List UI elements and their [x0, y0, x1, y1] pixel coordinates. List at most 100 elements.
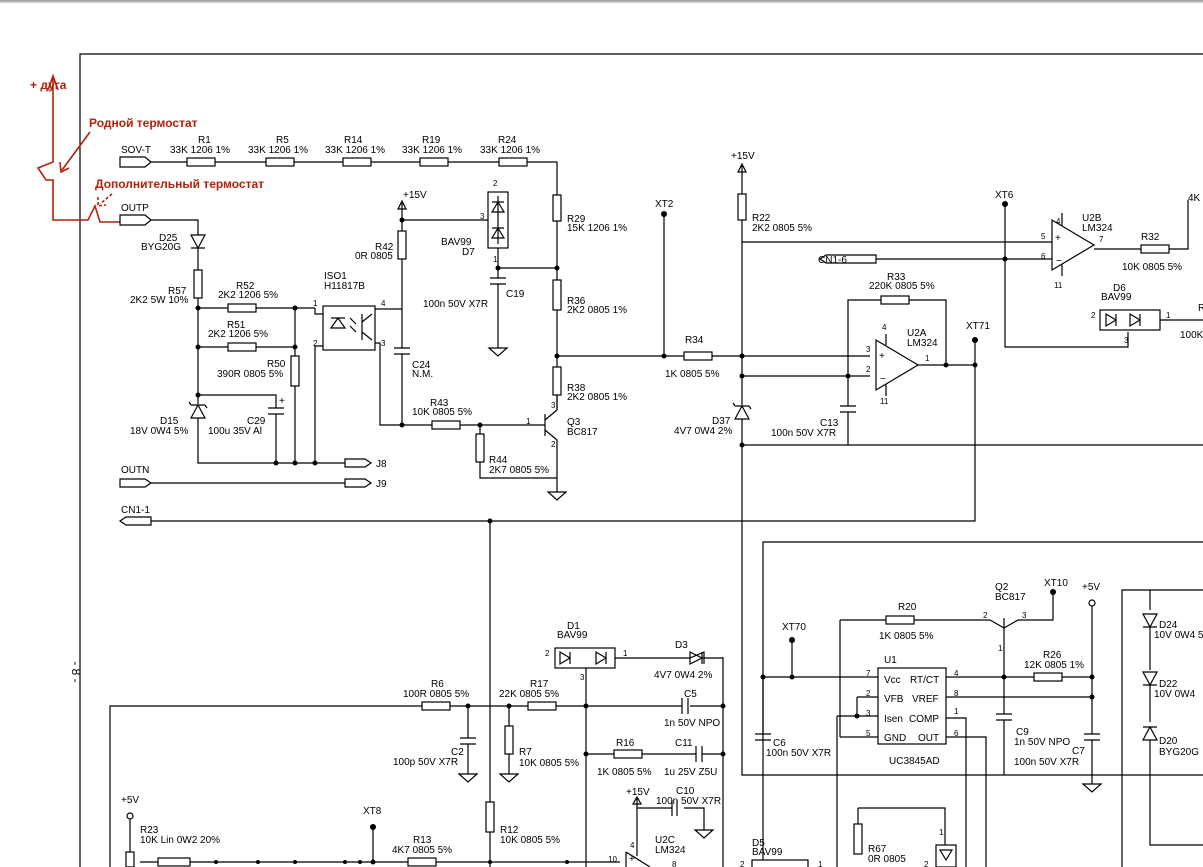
c7-ref: C7: [1072, 746, 1085, 757]
svg-text:4: 4: [381, 299, 386, 308]
c10-ref: C10: [676, 786, 695, 797]
r7-ref: R7: [519, 747, 532, 758]
c11-value: 1u 25V Z5U: [664, 767, 717, 778]
c19-ref: C19: [506, 289, 525, 300]
r20-ref: R20: [898, 602, 917, 613]
svg-text:4: 4: [954, 669, 959, 678]
d15-ref: D15: [160, 416, 179, 427]
resistor-r23: [157, 857, 191, 867]
xt8-label: XT8: [363, 806, 382, 817]
d37-ref: D37: [712, 416, 731, 427]
c10-value: 100n 50V X7R: [656, 796, 721, 807]
c24-ref: C24: [412, 360, 431, 371]
r5-value: 33K 1206 1%: [248, 145, 308, 156]
svg-text:2: 2: [866, 365, 871, 374]
resistor-r34: [683, 351, 713, 361]
resistor-r44: [475, 433, 485, 463]
c13-ref: C13: [820, 418, 839, 429]
c9-value: 1n 50V NPO: [1014, 737, 1070, 748]
u2c-ref: U2C: [655, 835, 675, 846]
d22-value: 10V 0W4: [1154, 689, 1196, 700]
sheet-border: [79, 53, 1203, 867]
resistor-r17: [527, 701, 557, 711]
svg-text:+: +: [279, 396, 285, 407]
iso1-value: H11817B: [324, 281, 365, 292]
d20-ref: D20: [1159, 736, 1178, 747]
r42-value: 0R 0805: [355, 251, 393, 262]
svg-text:2: 2: [740, 860, 745, 867]
r14-value: 33K 1206 1%: [325, 145, 385, 156]
d5-r67-group: D5 BAV99 2 1 R67 0R 0805 1 2: [740, 807, 957, 867]
resistor-r52: [227, 303, 257, 313]
partial-label-100k: 100K: [1180, 330, 1203, 341]
u1-pin-out: OUT: [918, 733, 939, 744]
r33-ref: R33: [887, 272, 906, 283]
resistor-r29: [552, 194, 562, 222]
d3-value: 4V7 0W4 2%: [654, 670, 712, 681]
bottom-left-section: R6 100R 0805 5% C2 100p 50V X7R R17 22K …: [109, 621, 726, 867]
u1-pin-isen: Isen: [884, 714, 903, 725]
r42-c24-group: R42 0R 0805 C24 N.M.: [355, 220, 433, 425]
r7-value: 10K 0805 5%: [519, 758, 579, 769]
native-thermostat-label: Родной термостат: [89, 116, 198, 130]
d5-ref: D5: [752, 838, 765, 849]
r19-ref: R19: [422, 135, 441, 146]
r67-value: 0R 0805: [868, 854, 906, 865]
r22-d37-group: +15V R22 2K2 0805 5% D37 4V7 0W4 2%: [674, 151, 1203, 776]
c7-value: 100n 50V X7R: [1014, 757, 1079, 768]
svg-text:3: 3: [381, 339, 386, 348]
svg-text:6: 6: [1041, 252, 1046, 261]
svg-text:3: 3: [1124, 336, 1129, 345]
r43-ref: R43: [430, 398, 449, 409]
r24-value: 33K 1206 1%: [480, 145, 540, 156]
u2a-ref: U2A: [907, 328, 927, 339]
r12-value: 10K 0805 5%: [500, 835, 560, 846]
d24-value: 10V 0W4 5: [1154, 630, 1203, 641]
r57-ref: R57: [168, 286, 187, 297]
zener-d15: [188, 347, 208, 419]
xt71-label: XT71: [966, 321, 990, 332]
outn-path: OUTN J9: [119, 465, 387, 490]
svg-text:4: 4: [882, 323, 887, 332]
svg-text:1: 1: [925, 354, 930, 363]
outp-input-network: OUTP D25 BYG20G R57 2K2 5W 10% R52 2K2 1…: [119, 203, 387, 470]
resistor-r43: [431, 420, 461, 430]
r22-ref: R22: [752, 213, 771, 224]
u1-value: UC3845AD: [889, 756, 940, 767]
svg-text:2: 2: [551, 440, 556, 449]
r26-value: 12K 0805 1%: [1024, 660, 1084, 671]
r22-value: 2K2 0805 5%: [752, 223, 812, 234]
resistor-r38: [552, 366, 562, 396]
r38-ref: R38: [567, 383, 586, 394]
svg-text:1: 1: [998, 644, 1003, 653]
svg-text:4: 4: [1056, 217, 1061, 226]
r51-ref: R51: [227, 320, 246, 331]
divider-column: R29 15K 1206 1% R36 2K2 0805 1% R38 2K2 …: [552, 194, 627, 410]
r29-ref: R29: [567, 214, 586, 225]
uc3845-section: XT70 C6 100n 50V X7R Vcc RT/CT VFB VREF …: [755, 541, 1203, 867]
resistor-r5: [265, 157, 295, 167]
q3-value: BC817: [567, 427, 598, 438]
r12-ref: R12: [500, 825, 519, 836]
zener-d37: [732, 220, 752, 420]
svg-text:6: 6: [954, 729, 959, 738]
resistor-r20: [885, 615, 915, 625]
r1-value: 33K 1206 1%: [170, 145, 230, 156]
resistor-r50: [290, 355, 300, 387]
svg-text:2: 2: [924, 860, 929, 867]
q2-ref: Q2: [995, 582, 1009, 593]
iso1-ref: ISO1: [324, 271, 347, 282]
d20-value: BYG20G: [1159, 747, 1199, 758]
resistor-r51: [227, 342, 257, 352]
svg-text:3: 3: [551, 401, 556, 410]
resistor-r6: [421, 701, 451, 711]
resistor-r12: [485, 801, 495, 833]
r36-value: 2K2 0805 1%: [567, 305, 627, 316]
r24-ref: R24: [498, 135, 517, 146]
svg-text:+: +: [1055, 233, 1061, 244]
xt6-label: XT6: [995, 190, 1014, 201]
r16-ref: R16: [616, 738, 635, 749]
r17-ref: R17: [530, 679, 549, 690]
u2a-value: LM324: [907, 338, 938, 349]
